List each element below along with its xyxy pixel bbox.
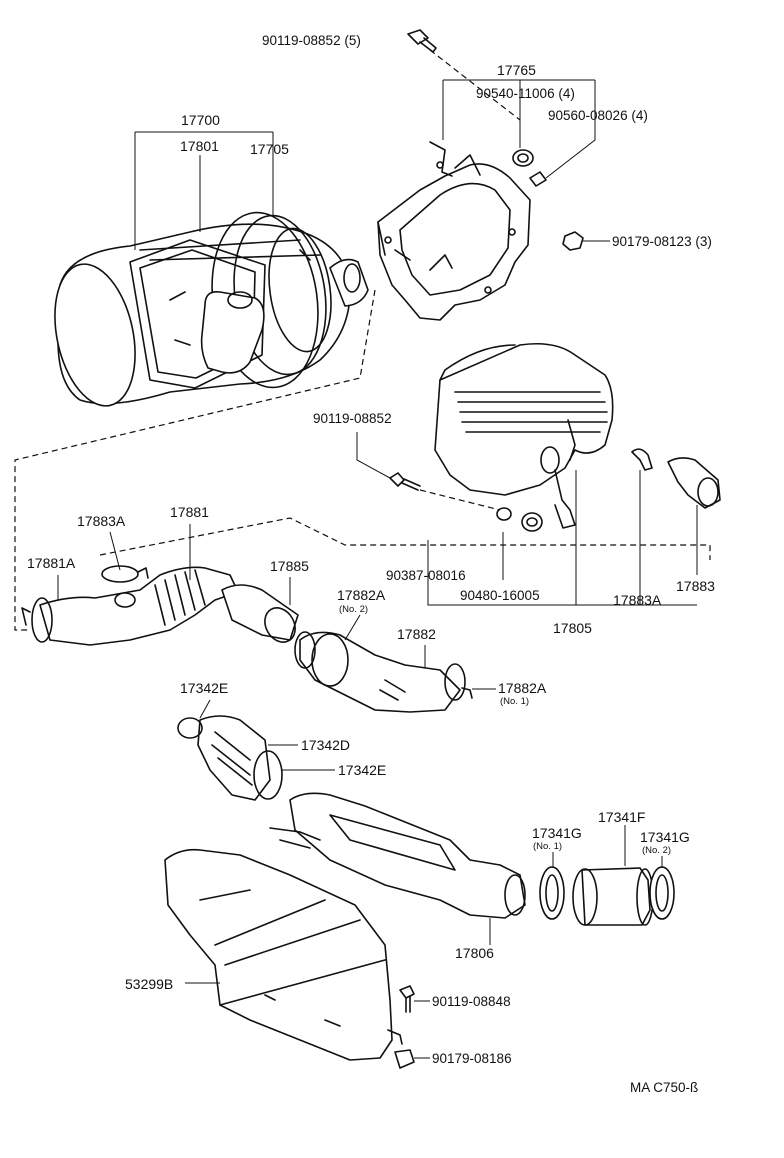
bolt-90119-08852-icon — [389, 472, 421, 491]
label-hose-17341F: 17341F — [598, 809, 645, 825]
label-collar-90560-08026: 90560-08026 (4) — [548, 108, 648, 123]
label-clamp-17341G-no1-sub: (No. 1) — [533, 841, 562, 852]
label-duct-17806: 17806 — [455, 945, 494, 961]
label-cushion-90480-16005: 90480-16005 — [460, 588, 540, 603]
label-clamp-17341G-no2: 17341G — [640, 829, 690, 845]
clamp-17341G-no1 — [539, 866, 565, 920]
cushion-90480-icon — [521, 512, 543, 532]
bracket-17765 — [377, 141, 531, 321]
clamp-17342E — [253, 750, 283, 800]
grommet-icon — [512, 149, 534, 167]
clamp-17882A-no1 — [444, 663, 473, 701]
label-nut-90179-08123: 90179-08123 (3) — [612, 234, 712, 249]
leader-17765-group — [429, 49, 610, 242]
resonator-17805 — [434, 342, 614, 529]
label-cleaner-17700: 17700 — [181, 112, 220, 128]
bolt-90119-08848-icon — [399, 985, 415, 1013]
label-clamp-17341G-no1: 17341G — [532, 825, 582, 841]
clamp-17881A — [21, 597, 53, 643]
clamp-17342E-top — [177, 717, 203, 739]
label-resonator-17805: 17805 — [553, 620, 592, 636]
air-cleaner-assembly — [54, 211, 369, 407]
leader-resonator-group — [356, 432, 698, 606]
label-bolt-90119-08852-5: 90119-08852 (5) — [262, 33, 361, 48]
collar-icon — [529, 171, 547, 187]
hose-17882 — [299, 631, 461, 713]
dashed-route-right — [99, 517, 711, 560]
clamp-17882A-no2 — [294, 631, 316, 669]
label-cap-17801: 17801 — [180, 138, 219, 154]
hose-17342D — [197, 715, 271, 801]
leader-left-hose-group — [57, 524, 496, 690]
label-clamp-17342E-top: 17342E — [180, 680, 228, 696]
hose-17883 — [667, 457, 721, 509]
label-clamp-17881A: 17881A — [27, 555, 76, 571]
label-bolt-90119-08848: 90119-08848 — [432, 994, 511, 1009]
label-case-17705: 17705 — [250, 141, 289, 157]
leader-17342-group — [199, 699, 335, 771]
label-hose-17885: 17885 — [270, 558, 309, 574]
label-nut-90179-08186: 90179-08186 — [432, 1051, 512, 1066]
label-clamp-17882A-no1-sub: (No. 1) — [500, 696, 529, 707]
diagram-code: MA C750-ß — [630, 1080, 698, 1095]
duct-17806 — [269, 792, 526, 919]
leader-cover-group — [185, 918, 491, 1059]
label-clamp-17341G-no2-sub: (No. 2) — [642, 845, 671, 856]
label-clamp-17342E: 17342E — [338, 762, 386, 778]
dashed-route-left — [14, 289, 376, 631]
bolt-top-icon — [407, 29, 437, 53]
hose-17341F — [572, 867, 654, 926]
hose-17881 — [39, 566, 239, 646]
leader-17700-group — [134, 131, 274, 250]
nut-90179-08186-icon — [387, 1029, 415, 1069]
clamp-17883A-right — [631, 448, 653, 471]
label-bracket-17765: 17765 — [497, 62, 536, 78]
label-clamp-17883A-right: 17883A — [613, 592, 662, 608]
label-hose-17882: 17882 — [397, 626, 436, 642]
leader-17341-group — [552, 825, 663, 868]
nut-icon — [562, 231, 584, 251]
label-bolt-90119-08852: 90119-08852 — [313, 411, 392, 426]
cover-53299B — [164, 848, 393, 1061]
label-grommet-90540-11006: 90540-11006 (4) — [476, 86, 575, 101]
clamp-17883A-left — [101, 565, 149, 583]
label-clamp-17883A-left: 17883A — [77, 513, 126, 529]
label-clamp-17882A-no1: 17882A — [498, 680, 547, 696]
label-clamp-17882A-no2-sub: (No. 2) — [339, 604, 368, 615]
label-hose-17342D: 17342D — [301, 737, 350, 753]
label-hose-17883: 17883 — [676, 578, 715, 594]
hose-17885 — [221, 584, 299, 643]
label-hose-17881: 17881 — [170, 504, 209, 520]
labels: 90119-08852 (5) 17765 90540-11006 (4) 90… — [27, 33, 715, 1095]
label-cover-53299B: 53299B — [125, 976, 173, 992]
label-grommet-90387-08016: 90387-08016 — [386, 568, 466, 583]
clamp-17341G-no2 — [649, 866, 675, 920]
grommet-90387-icon — [496, 507, 512, 521]
label-clamp-17882A-no2: 17882A — [337, 587, 386, 603]
